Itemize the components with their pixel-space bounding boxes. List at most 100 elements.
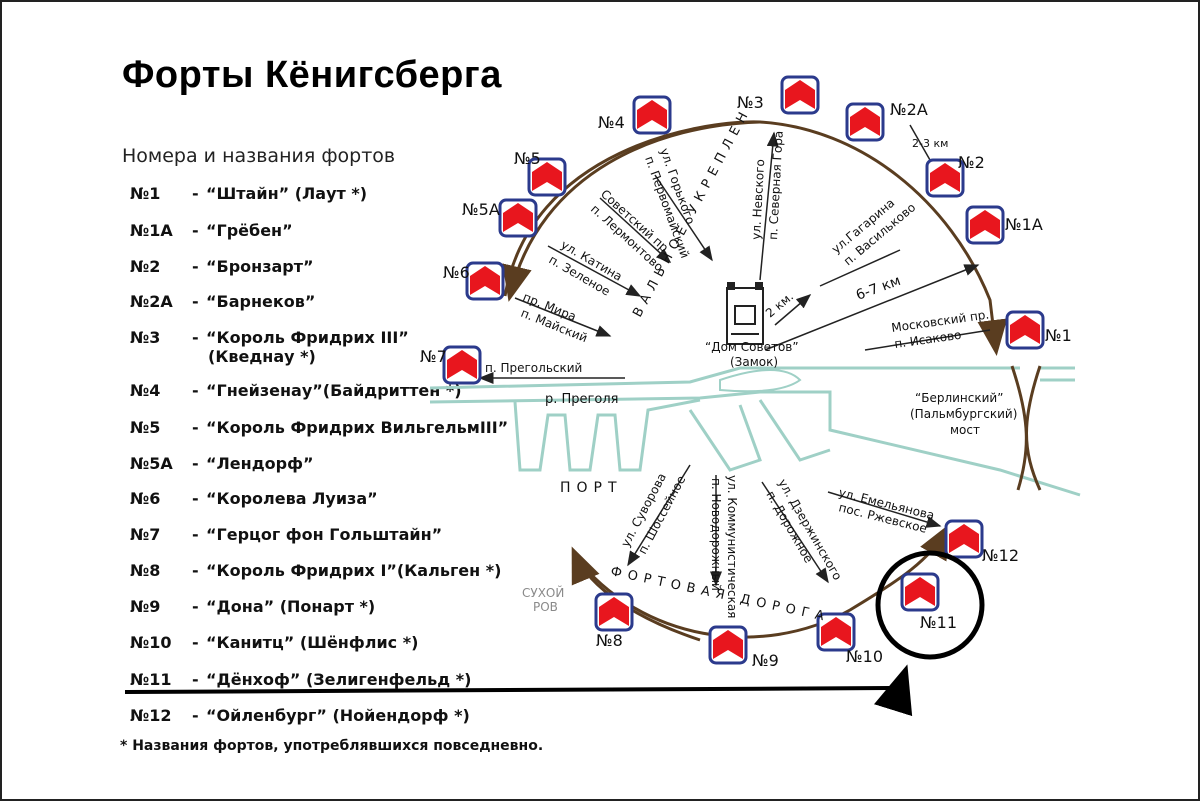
legend-separator: - [192,454,199,473]
legend-num: №5А [130,454,173,473]
arrow-dzerzh [761,481,829,584]
legend-row: №5А-“Лендорф” [130,454,313,473]
legend-row: №1А-“Грёбен” [130,221,293,240]
legend-row: №12-“Ойленбург” (Нойендорф *) [130,706,470,725]
legend-name: “Король Фридрих I”(Кальген *) [206,561,502,580]
legend-name: “Барнеков” [206,292,316,311]
legend-name-continued: (Кведнау *) [208,347,316,366]
legend-row: №2 -“Бронзарт” [130,257,314,276]
fort-2a-icon [845,102,885,142]
legend-separator: - [192,257,199,276]
legend-name: “Штайн” (Лаут *) [206,184,368,203]
fort-5a-icon [498,198,538,238]
distance-label: 2-3 км [912,137,948,150]
legend-row: №4-“Гнейзенау”(Байдриттен *) [130,381,462,400]
river-label: р. Преголя [545,392,618,407]
arrow-23km [909,124,931,161]
street-label: п. Новодорожный [709,478,723,591]
street-label: п. Северная Гора [766,130,786,240]
legend-subtitle: Номера и названия фортов [122,145,396,167]
legend-num: №8 [130,561,161,580]
legend-separator: - [192,292,199,311]
fort-ring-north-tail [502,120,761,302]
distance-label: 6-7 км [854,273,903,304]
legend-separator: - [192,525,199,544]
fort-label: №2А [890,100,928,119]
fort-label: №3 [737,93,764,112]
fort-8-icon [594,592,634,632]
highlight-pointer [124,664,913,717]
arrow-emel [827,491,942,528]
street-label: ул. Невского [749,159,767,240]
center-label: “Дом Советов” [705,340,799,354]
arrow-gagarina [819,249,901,287]
fort-3-icon [780,75,820,115]
bridge-label: (Пальмбургский) [910,407,1017,421]
legend-row: №10 -“Канитц” (Шёнфлис *) [130,633,418,652]
arrow-67km [764,264,980,351]
dry-moat-label-2: РОВ [533,600,558,614]
legend-separator: - [192,670,199,689]
legend-num: №4 [130,381,161,400]
fort-label: №12 [982,546,1019,565]
fort-label: №8 [596,631,623,650]
bridge-label: “Берлинский” [915,391,1003,405]
footnote: * Названия фортов, употреблявшихся повсе… [120,738,544,754]
legend-num: №10 [130,633,172,652]
fort-label: №4 [598,113,625,132]
legend-separator: - [192,221,199,240]
legend-separator: - [192,381,199,400]
legend-name: “Дона” (Понарт *) [206,597,376,616]
legend-row: №9-“Дона” (Понарт *) [130,597,375,616]
legend-name: “Герцог фон Гольштайн” [206,525,443,544]
fort-6-icon [465,261,505,301]
fort-label: №9 [752,651,779,670]
fort-9-icon [708,625,748,665]
fort-label: №11 [920,613,957,632]
legend-num: №2 [130,257,161,276]
legend-row: №11-“Дёнхоф” (Зелигенфельд *) [130,670,471,689]
legend-separator: - [192,328,199,347]
legend-row: №7 -“Герцог фон Гольштайн” [130,525,442,544]
legend-name: “Лендорф” [206,454,314,473]
legend-separator: - [192,184,199,203]
fort-label: №5 [514,149,541,168]
legend-num: №3 [130,328,161,347]
legend-row: №1 -“Штайн” (Лаут *) [130,184,367,203]
street-label: п. Прегольский [485,361,582,375]
arrow-gorkogo [654,174,713,262]
fort-11-icon [900,572,940,612]
fort-label: №10 [846,647,883,666]
arrow-nevskogo [759,131,779,281]
legend-num: №9 [130,597,161,616]
fort-1a-icon [965,205,1005,245]
legend-separator: - [192,633,199,652]
legend-name: “Король Фридрих III” [206,328,409,347]
arrow-mira [514,297,612,337]
page-title: Форты Кёнигсберга [122,54,502,96]
fort-label: №6 [443,263,470,282]
legend-name: “Бронзарт” [206,257,314,276]
house-of-soviets-icon [726,282,764,345]
legend-row: №6-“Королева Луиза” [130,489,378,508]
legend-separator: - [192,489,199,508]
legend-num: №6 [130,489,161,508]
legend-num: №12 [130,706,172,725]
legend-num: №7 [130,525,161,544]
legend-num: №1 [130,184,161,203]
legend-name: “Канитц” (Шёнфлис *) [206,633,419,652]
legend-row: №3 -“Король Фридрих III” [130,328,409,347]
fort-7-icon [442,345,482,385]
arrow-sovetsky [599,197,672,264]
fort-label: №7 [420,347,447,366]
legend-separator: - [192,561,199,580]
port-label: ПОРТ [560,480,623,496]
fort-label: №2 [958,153,985,172]
legend-num: №5 [130,418,161,437]
legend-row: №2А-“Барнеков” [130,292,315,311]
fort-1-icon [1005,310,1045,350]
bridge-label: мост [950,423,980,437]
legend-num: №11 [130,670,172,689]
legend-separator: - [192,418,199,437]
